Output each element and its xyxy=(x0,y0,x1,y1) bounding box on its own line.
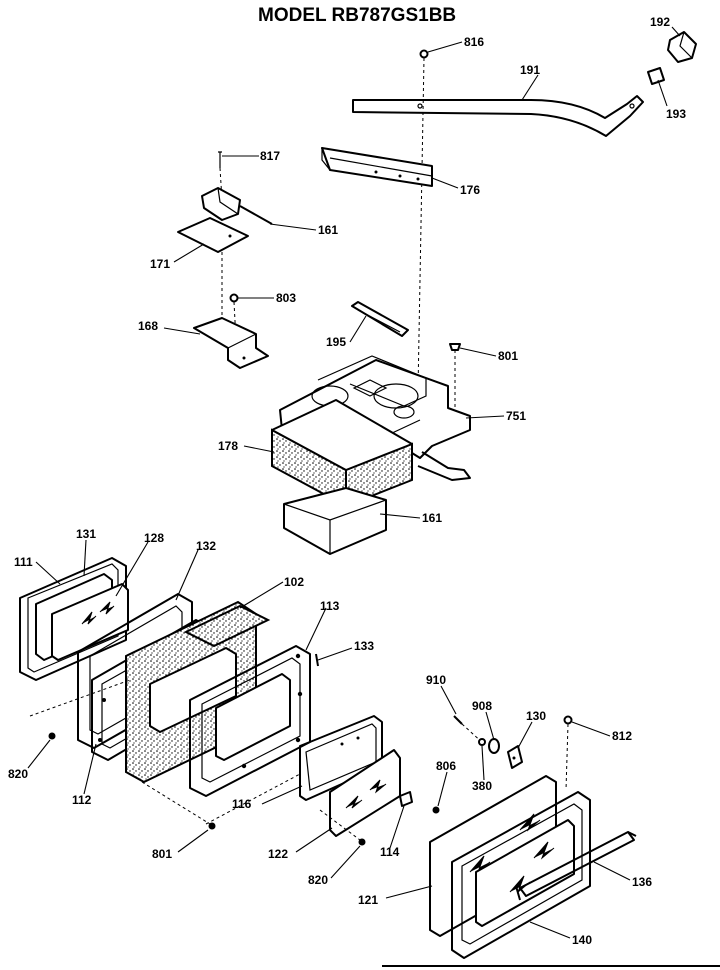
part-136-handle xyxy=(515,831,637,901)
part-171-plate xyxy=(177,217,249,318)
part-130-hinge xyxy=(507,745,523,769)
callout-806: 806 xyxy=(436,759,456,773)
part-114-clip xyxy=(399,791,413,807)
screw-820-mid xyxy=(358,838,366,846)
part-192-knob xyxy=(667,31,697,63)
part-128-glass xyxy=(51,583,129,661)
callout-812: 812 xyxy=(612,729,632,743)
part-161-block xyxy=(283,487,387,555)
part-176-bracket xyxy=(321,147,433,187)
screw-801-top xyxy=(449,343,461,408)
part-191-handle-bar xyxy=(352,95,644,137)
callout-131: 131 xyxy=(76,527,96,541)
callout-171: 171 xyxy=(150,257,170,271)
callout-140: 140 xyxy=(572,933,592,947)
part-195-gasket xyxy=(351,301,409,337)
screw-816 xyxy=(417,49,429,391)
callout-192: 192 xyxy=(650,15,670,29)
callout-195: 195 xyxy=(326,335,346,349)
callout-136: 136 xyxy=(632,875,652,889)
callout-178: 178 xyxy=(218,439,238,453)
part-193-clip xyxy=(647,67,665,85)
screw-806 xyxy=(432,806,440,814)
callout-168: 168 xyxy=(138,319,158,333)
callout-114: 114 xyxy=(380,845,400,859)
callout-labels: 816 192 191 193 817 176 161 171 803 168 … xyxy=(8,15,686,947)
callout-122: 122 xyxy=(268,847,288,861)
callout-132: 132 xyxy=(196,539,216,553)
callout-121: 121 xyxy=(358,893,378,907)
leader-lines xyxy=(27,26,681,939)
part-140-door-frame xyxy=(451,791,591,959)
part-161-switch xyxy=(201,187,273,225)
callout-102: 102 xyxy=(284,575,304,589)
washer-908 xyxy=(488,738,500,754)
callout-161-switch: 161 xyxy=(318,223,338,237)
part-122-glass xyxy=(319,749,401,841)
callout-191: 191 xyxy=(520,63,540,77)
callout-801-top: 801 xyxy=(498,349,518,363)
part-113-inner-frame xyxy=(189,645,311,797)
model-title: MODEL RB787GS1BB xyxy=(258,5,456,26)
callout-820-left: 820 xyxy=(8,767,28,781)
callout-128: 128 xyxy=(144,531,164,545)
screw-801-bottom xyxy=(141,773,301,830)
callout-908: 908 xyxy=(472,699,492,713)
part-178-housing xyxy=(271,399,413,508)
screw-133 xyxy=(315,653,319,667)
callout-817: 817 xyxy=(260,149,280,163)
callout-176: 176 xyxy=(460,183,480,197)
callout-113: 113 xyxy=(320,599,340,613)
part-380-pin xyxy=(478,738,486,746)
callout-112: 112 xyxy=(72,793,92,807)
callout-380: 380 xyxy=(472,779,492,793)
screw-812 xyxy=(563,715,573,791)
callout-111: 111 xyxy=(14,555,33,569)
callout-130: 130 xyxy=(526,709,546,723)
callout-910: 910 xyxy=(426,673,446,687)
callout-116: 116 xyxy=(232,797,252,811)
callout-193: 193 xyxy=(666,107,686,121)
callout-801-bottom: 801 xyxy=(152,847,172,861)
callout-820-mid: 820 xyxy=(308,873,328,887)
callout-161-block: 161 xyxy=(422,511,442,525)
callout-133: 133 xyxy=(354,639,374,653)
callout-751: 751 xyxy=(506,409,526,423)
screw-820-left xyxy=(29,679,131,740)
part-168-bracket xyxy=(193,317,269,369)
callout-803: 803 xyxy=(276,291,296,305)
callout-816: 816 xyxy=(464,35,484,49)
part-111-outer-frame xyxy=(19,557,127,681)
